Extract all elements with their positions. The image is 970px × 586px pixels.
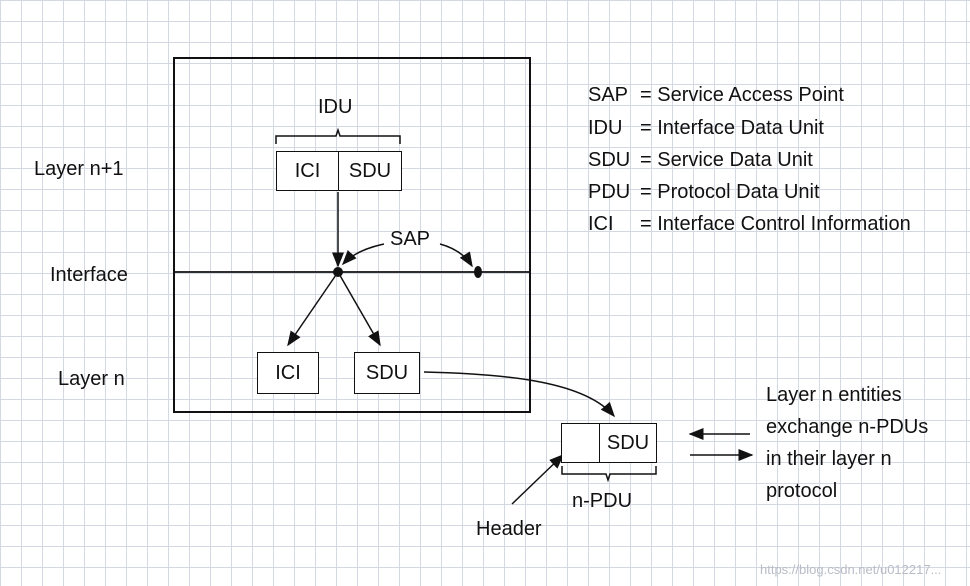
legend-def: = Service Data Unit [640,149,813,171]
legend-def: = Interface Control Information [640,213,911,235]
legend-def: = Protocol Data Unit [640,181,820,203]
note-line: protocol [766,480,838,502]
watermark: https://blog.csdn.net/u012217... [760,562,942,577]
legend-row: PDU = Protocol Data Unit [588,181,820,204]
npdu-sdu-cell: SDU [600,424,656,462]
ici-box: ICI [257,352,319,394]
label-sap: SAP [390,228,431,250]
idu-sdu-cell: SDU [339,152,401,190]
idu-box: ICI SDU [276,151,402,191]
legend-abbr: IDU [588,117,623,139]
sdu-box: SDU [354,352,420,394]
legend-def: = Interface Data Unit [640,117,824,139]
legend-abbr: PDU [588,181,631,203]
note-line: in their layer n [766,448,892,470]
sdu-box-text: SDU [365,361,409,384]
idu-ici-cell: ICI [277,152,339,190]
label-layer-n-plus-1: Layer n+1 [34,158,124,180]
layer-frame [173,57,531,413]
label-layer-n: Layer n [58,368,125,390]
idu-sdu-text: SDU [348,159,392,182]
note-line: exchange n-PDUs [766,416,929,438]
legend-abbr: SDU [588,149,631,171]
npdu-box: SDU [561,423,657,463]
label-idu: IDU [318,96,353,118]
sap-dot-right [474,266,482,278]
legend-row: SAP = Service Access Point [588,84,844,107]
idu-brace [275,127,401,144]
legend-abbr: ICI [588,213,614,235]
legend-row: ICI = Interface Control Information [588,213,911,236]
label-interface: Interface [50,264,128,286]
label-header: Header [476,518,542,540]
legend-row: SDU = Service Data Unit [588,149,813,172]
npdu-brace [561,466,657,483]
idu-ici-text: ICI [294,159,321,182]
legend-abbr: SAP [588,84,629,106]
note-line: Layer n entities [766,384,902,406]
legend-row: IDU = Interface Data Unit [588,117,824,140]
ici-box-text: ICI [275,361,301,384]
legend-def: = Service Access Point [640,84,844,106]
npdu-sdu-text: SDU [606,431,650,454]
label-npdu: n-PDU [572,490,633,512]
npdu-header-cell [562,424,600,462]
